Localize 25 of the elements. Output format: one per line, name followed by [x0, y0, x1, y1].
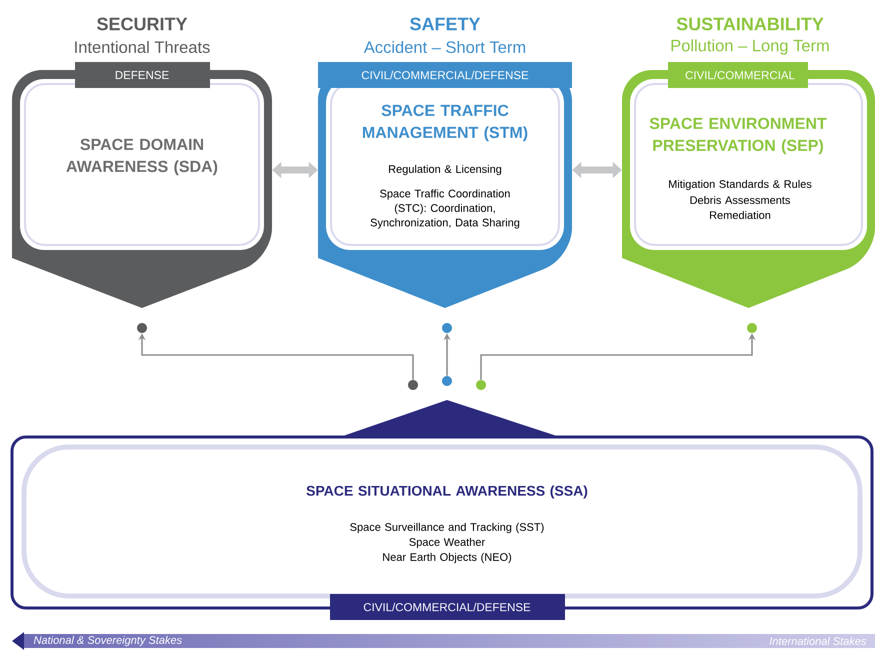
body-text: Space Traffic Coordination (STC): Coordination, Synchronization, Data Sharing [370, 189, 520, 229]
body-text: Mitigation Standards & Rules [669, 180, 812, 190]
dot [747, 323, 757, 333]
dot [476, 380, 486, 390]
tab-label: CIVIL/COMMERCIAL/DEFENSE [318, 62, 572, 88]
dot [408, 380, 418, 390]
dot [442, 376, 452, 386]
body-text: Remediation [710, 210, 770, 220]
tab-label: DEFENSE [75, 62, 210, 88]
dot [137, 323, 147, 333]
box-title: SPACE TRAFFIC MANAGEMENT (STM) [362, 104, 528, 142]
heading: SECURITY [97, 18, 188, 30]
heading: SUSTAINABILITY [676, 18, 824, 30]
box-title: SPACE ENVIRONMENT PRESERVATION (SEP) [650, 118, 827, 154]
subheading: Intentional Threats [75, 40, 210, 54]
subheading: Accident – Short Term [364, 40, 526, 54]
stake-label: National & Sovereignty Stakes [34, 636, 182, 646]
tab-label: CIVIL/COMMERCIAL [668, 62, 808, 88]
body-text: Debris Assessments [690, 196, 790, 204]
heading: SAFETY [410, 18, 480, 30]
box-title: SPACE DOMAIN AWARENESS (SDA) [66, 138, 218, 176]
body-text: Regulation & Licensing [389, 164, 502, 176]
subheading: Pollution – Long Term [672, 39, 829, 55]
dot [442, 323, 452, 333]
stake-label: International Stakes [770, 636, 866, 646]
